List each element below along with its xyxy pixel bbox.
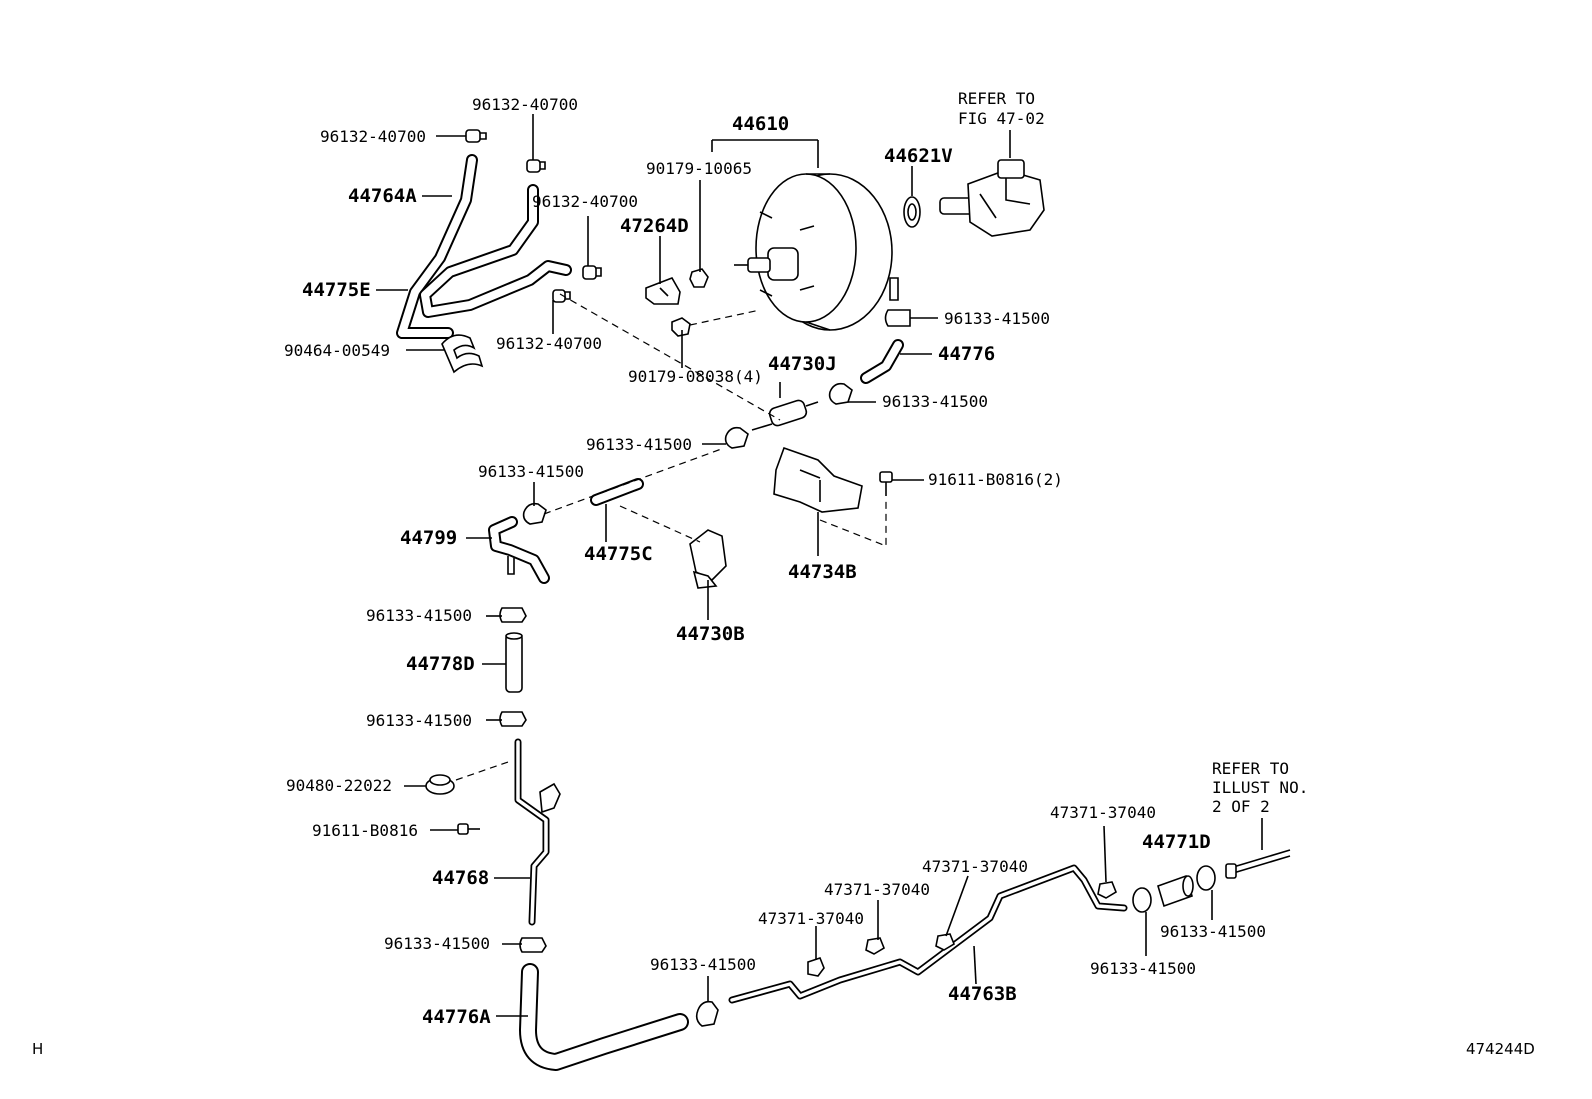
label-44799: 44799 <box>400 527 457 549</box>
label-91611-B0816-2: 91611-B0816(2) <box>928 470 1063 489</box>
label-44730B: 44730B <box>676 623 745 645</box>
nut-90179-08038 <box>671 317 691 337</box>
label-96133-41500-h: 96133-41500 <box>650 955 756 974</box>
connector-pipe <box>1225 849 1291 879</box>
label-refer-illust-line1: REFER TO <box>1212 759 1289 778</box>
hose-44775C <box>590 478 644 506</box>
label-47371-37040-a: 47371-37040 <box>758 909 864 928</box>
label-refer-illust-line3: 2 OF 2 <box>1212 797 1270 816</box>
label-44775E: 44775E <box>302 279 371 301</box>
label-44621V: 44621V <box>884 145 953 167</box>
label-44775C: 44775C <box>584 543 653 565</box>
label-refer-fig-line2: FIG 47-02 <box>958 109 1045 128</box>
label-44764A: 44764A <box>348 185 417 207</box>
check-valve-44730J <box>751 382 819 431</box>
dashed-guides <box>455 293 887 781</box>
bracket-47264D <box>645 277 681 305</box>
brake-booster-44610 <box>734 173 899 331</box>
seal-44621V <box>903 196 921 228</box>
clamp-96133-41500-j <box>1196 865 1216 891</box>
hose-44771D <box>1157 874 1194 908</box>
label-96132-40700-a: 96132-40700 <box>472 95 578 114</box>
label-96133-41500-d: 96133-41500 <box>478 462 584 481</box>
clamp-96133-41500-h <box>695 1000 719 1027</box>
clamp-96133-41500-i <box>1132 887 1152 913</box>
label-90179-08038: 90179-08038(4) <box>628 367 763 386</box>
label-90179-10065: 90179-10065 <box>646 159 752 178</box>
label-96133-41500-b: 96133-41500 <box>882 392 988 411</box>
label-47371-37040-b: 47371-37040 <box>824 880 930 899</box>
clamp-96133-41500-e <box>499 607 527 623</box>
label-91611-B0816: 91611-B0816 <box>312 821 418 840</box>
label-47371-37040-c: 47371-37040 <box>922 857 1028 876</box>
master-cylinder <box>939 159 1045 237</box>
clamp-96132-40700-a <box>465 129 487 143</box>
label-96132-40700-c: 96132-40700 <box>532 192 638 211</box>
clamp-96133-41500-f <box>499 711 527 727</box>
grommet-90480-22022 <box>425 774 455 795</box>
label-refer-illust-line2: ILLUST NO. <box>1212 778 1308 797</box>
label-44610: 44610 <box>732 113 789 135</box>
hose-44776A <box>519 963 689 1071</box>
hose-44764A <box>396 154 478 339</box>
label-44776A: 44776A <box>422 1006 491 1028</box>
clip-47371-37040-b <box>865 937 885 955</box>
hose-44778D <box>505 632 523 693</box>
clip-90464-00549 <box>441 334 484 374</box>
label-96133-41500-e: 96133-41500 <box>366 606 472 625</box>
label-44734B: 44734B <box>788 561 857 583</box>
corner-mark-left: H <box>32 1040 43 1058</box>
part-labels: 96132-40700 96132-40700 44764A 96132-407… <box>32 89 1535 1058</box>
label-44768: 44768 <box>432 867 489 889</box>
label-44730J: 44730J <box>768 353 837 375</box>
label-96133-41500-f: 96133-41500 <box>366 711 472 730</box>
label-44763B: 44763B <box>948 983 1017 1005</box>
label-96132-40700-d: 96132-40700 <box>496 334 602 353</box>
label-96133-41500-j: 96133-41500 <box>1160 922 1266 941</box>
label-44771D: 44771D <box>1142 831 1211 853</box>
leader-lines <box>376 114 1263 1017</box>
label-96133-41500-i: 96133-41500 <box>1090 959 1196 978</box>
clamp-96133-41500-d <box>522 502 547 525</box>
clamp-96133-41500-a <box>884 309 911 327</box>
hose-44799 <box>488 516 550 584</box>
label-96133-41500-a: 96133-41500 <box>944 309 1050 328</box>
clamp-96132-40700-d <box>552 289 571 303</box>
hose-44775E <box>419 184 572 318</box>
clip-44730B <box>689 529 727 589</box>
bolt-91611-B0816-2 <box>879 471 893 496</box>
bolt-91611-B0816 <box>457 823 480 835</box>
bracket-44734B <box>773 446 863 513</box>
label-90464-00549: 90464-00549 <box>284 341 390 360</box>
diagram-id: 474244D <box>1466 1040 1535 1058</box>
clamp-96132-40700-c <box>582 265 602 280</box>
clamp-96133-41500-b <box>828 382 853 405</box>
label-96132-40700-b: 96132-40700 <box>320 127 426 146</box>
clamp-96133-41500-c <box>724 426 749 449</box>
nut-90179-10065 <box>689 268 709 288</box>
hose-44776 <box>860 339 904 384</box>
clamp-96132-40700-b <box>526 159 546 173</box>
clip-47371-37040-d <box>1097 881 1117 899</box>
pipe-44763B <box>728 864 1128 1004</box>
clip-47371-37040-a <box>807 957 825 977</box>
clamp-96133-41500-g <box>519 937 547 953</box>
clip-47371-37040-c <box>935 933 955 951</box>
label-96133-41500-g: 96133-41500 <box>384 934 490 953</box>
label-refer-fig-line1: REFER TO <box>958 89 1035 108</box>
label-44778D: 44778D <box>406 653 475 675</box>
pipe-44768 <box>514 738 561 926</box>
label-47371-37040-d: 47371-37040 <box>1050 803 1156 822</box>
label-90480-22022: 90480-22022 <box>286 776 392 795</box>
label-44776: 44776 <box>938 343 995 365</box>
label-47264D: 47264D <box>620 215 689 237</box>
label-96133-41500-c: 96133-41500 <box>586 435 692 454</box>
